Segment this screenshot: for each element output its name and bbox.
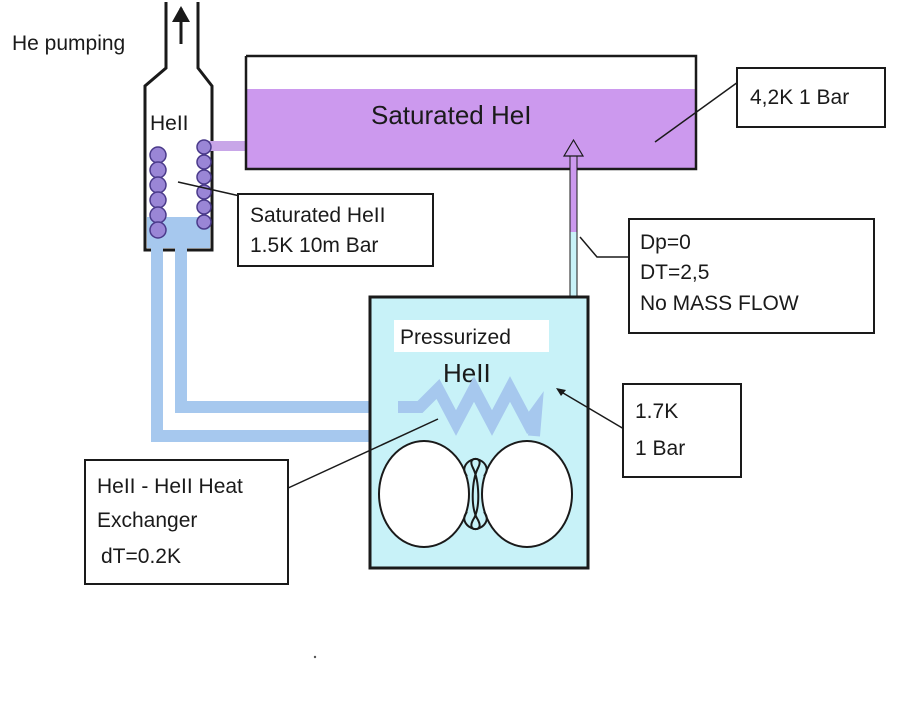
coil-left-turns <box>149 146 167 239</box>
speck <box>313 655 317 659</box>
interface-arrowhead-up <box>562 138 585 157</box>
pot-state-box <box>237 193 434 267</box>
bath-liquid <box>246 89 696 169</box>
coil-turn <box>149 206 167 224</box>
pot-state-leader <box>177 181 241 197</box>
interface-leader <box>579 236 630 258</box>
interface-upper <box>570 152 577 232</box>
coil <box>149 139 247 239</box>
bath-state-callout: 4,2K 1 Bar <box>654 67 886 143</box>
coil-turn <box>196 169 212 185</box>
interface-text-3: No MASS FLOW <box>640 292 799 315</box>
pressurized-state-text-1: 1.7K <box>635 400 678 423</box>
hx-text-1: HeII - HeII Heat <box>97 475 243 498</box>
coil-turn <box>196 199 212 215</box>
coil-turn <box>196 139 212 155</box>
cavity-cell-left <box>378 440 470 548</box>
pressurized-state-arrowhead <box>556 388 566 396</box>
pressurized-vessel: Pressurized HeII <box>368 295 590 570</box>
pressurized-state-callout: 1.7K 1 Bar <box>556 383 742 478</box>
pressurized-state-text-2: 1 Bar <box>635 437 685 460</box>
vessel-label-1: Pressurized <box>400 326 511 349</box>
bath-outline <box>244 54 698 171</box>
coil-turn <box>149 221 167 239</box>
coil-turn <box>149 176 167 194</box>
saturated-hei-bath: Saturated HeI <box>244 54 698 171</box>
interface-box <box>628 218 875 334</box>
coil-turn <box>196 214 212 230</box>
hx-text-3: dT=0.2K <box>101 545 181 568</box>
interface-callout: Dp=0 DT=2,5 No MASS FLOW <box>579 218 875 334</box>
hx-text-2: Exchanger <box>97 509 197 532</box>
pressurized-state-box <box>622 383 742 478</box>
bath-label: Saturated HeI <box>371 100 531 130</box>
interface-text-2: DT=2,5 <box>640 261 709 284</box>
coil-turn <box>149 191 167 209</box>
coil-right-turns <box>196 139 212 230</box>
heat-exchanger-zigzag <box>398 376 544 437</box>
cavity <box>378 440 573 548</box>
interface-text-1: Dp=0 <box>640 231 691 254</box>
pumping-label: He pumping <box>12 32 125 55</box>
pipe-inner <box>175 248 408 413</box>
cavity-iris-right <box>470 457 488 531</box>
pot-state-text-2: 1.5K 10m Bar <box>250 234 378 257</box>
pot-label: HeII <box>150 112 189 135</box>
hx-leader <box>285 418 439 490</box>
bath-state-text: 4,2K 1 Bar <box>750 86 849 109</box>
cavity-cell-right <box>481 440 573 548</box>
vessel-label-bg <box>394 320 549 352</box>
hx-box <box>84 459 289 585</box>
coil-turn <box>196 154 212 170</box>
pot-state-callout: Saturated HeII 1.5K 10m Bar <box>177 181 434 267</box>
bath-state-box <box>736 67 886 128</box>
pot-state-text-1: Saturated HeII <box>250 204 385 227</box>
he-pumping: He pumping <box>12 6 190 55</box>
hx-callout: HeII - HeII Heat Exchanger dT=0.2K <box>84 418 439 585</box>
pumping-arrow-head <box>172 6 190 22</box>
interface-lower <box>570 232 577 304</box>
bath-state-leader <box>654 81 739 143</box>
coil-turn <box>149 146 167 164</box>
pressurized-state-leader <box>557 389 625 430</box>
vessel-label-2: HeII <box>443 358 491 388</box>
coil-turn <box>149 161 167 179</box>
